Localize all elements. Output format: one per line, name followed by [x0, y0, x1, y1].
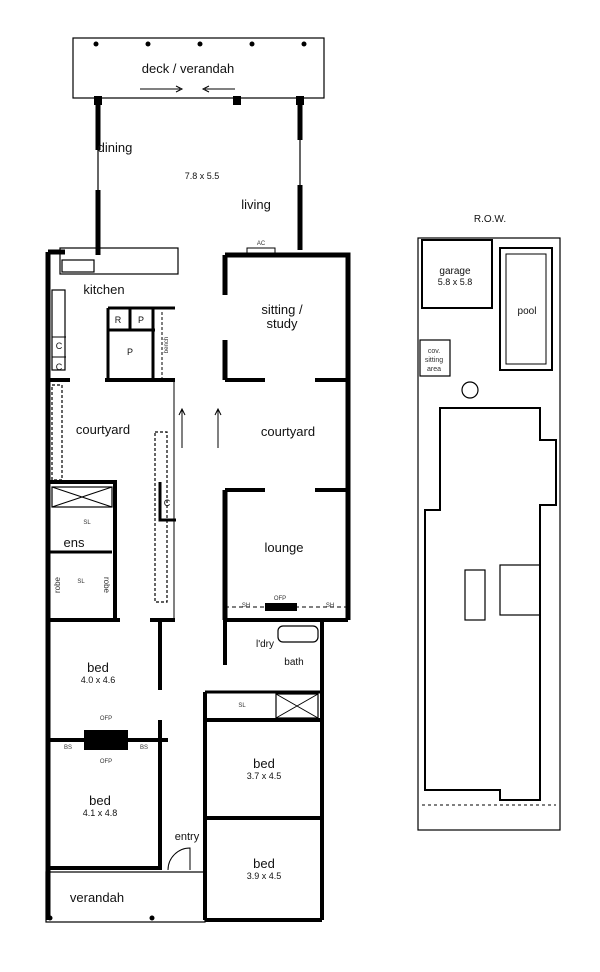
ac-label: AC: [257, 241, 266, 247]
skylight-label-2: SL: [77, 579, 85, 585]
living-label: living: [241, 197, 271, 212]
pool-label: pool: [518, 306, 537, 317]
bed-1-dimension: 4.0 x 4.6: [81, 675, 116, 685]
courtyard-left: courtyard C: [51, 380, 222, 620]
robe-label-1: robe: [53, 576, 62, 593]
bedrooms-left: OFP OFP BS BS bed 4.0 x 4.6 bed 4.1 x 4.…: [48, 618, 175, 870]
lounge-label: lounge: [264, 540, 303, 555]
verandah-label: verandah: [70, 890, 124, 905]
deck-label: deck / verandah: [142, 61, 235, 76]
fireplace-label-3: OFP: [100, 759, 112, 765]
bed-3-dimension: 3.7 x 4.5: [247, 771, 282, 781]
bed-4-dimension: 3.9 x 4.5: [247, 871, 282, 881]
bed-2-label: bed: [89, 793, 111, 808]
covered-area-label-3: area: [427, 366, 441, 373]
covered-area-label-2: sitting: [425, 357, 443, 364]
bench-label: bench: [164, 337, 170, 353]
skylight-label-3: SL: [238, 703, 246, 709]
pantry-label-2: P: [127, 347, 133, 357]
ensuite: ens SL SL robe robe: [48, 480, 117, 620]
cupboard-label-2: C: [56, 362, 63, 372]
kitchen-label: kitchen: [83, 282, 124, 297]
courtyard-left-label: courtyard: [76, 422, 130, 437]
entry-verandah: entry verandah: [45, 831, 206, 923]
dining-living: dining 7.8 x 5.5 living AC: [95, 100, 303, 255]
cupboard-label-3: C: [164, 498, 171, 508]
covered-area-label-1: cov.: [428, 348, 440, 355]
study-label: study: [266, 316, 298, 331]
right-wing: sitting / study courtyard lounge SH OFP …: [222, 252, 351, 622]
bookshelf-label-1: BS: [64, 745, 72, 751]
laundry-bath: l'dry bath SL: [205, 620, 324, 720]
bath-label: bath: [284, 657, 303, 668]
sitting-label: sitting /: [261, 302, 303, 317]
bedrooms-right: bed 3.7 x 4.5 bed 3.9 x 4.5: [203, 692, 324, 922]
living-dimension: 7.8 x 5.5: [185, 171, 220, 181]
site-plan: R.O.W. garage 5.8 x 5.8 pool cov. sittin…: [417, 214, 561, 831]
bed-4-label: bed: [253, 856, 275, 871]
bed-3-label: bed: [253, 756, 275, 771]
entry-label: entry: [175, 831, 200, 843]
courtyard-right-label: courtyard: [261, 424, 315, 439]
deck-verandah: deck / verandah: [72, 37, 325, 105]
fridge-label: R: [115, 315, 122, 325]
laundry-label: l'dry: [256, 639, 274, 650]
shelf-label-2: SH: [326, 603, 334, 609]
fireplace-label-1: OFP: [274, 596, 286, 602]
dining-label: dining: [98, 140, 133, 155]
row-label: R.O.W.: [474, 214, 506, 225]
bookshelf-label-2: BS: [140, 745, 148, 751]
cupboard-label-1: C: [56, 341, 63, 351]
robe-label-2: robe: [102, 577, 111, 594]
garage-dimension: 5.8 x 5.8: [438, 277, 473, 287]
bed-2-dimension: 4.1 x 4.8: [83, 808, 118, 818]
shelf-label-1: SH: [242, 603, 250, 609]
skylight-label-1: SL: [83, 520, 91, 526]
kitchen: kitchen R P P bench C C: [45, 247, 179, 920]
garage-label: garage: [439, 266, 471, 277]
pantry-label-1: P: [138, 315, 144, 325]
bed-1-label: bed: [87, 660, 109, 675]
ensuite-label: ens: [64, 535, 85, 550]
fireplace-label-2: OFP: [100, 716, 112, 722]
